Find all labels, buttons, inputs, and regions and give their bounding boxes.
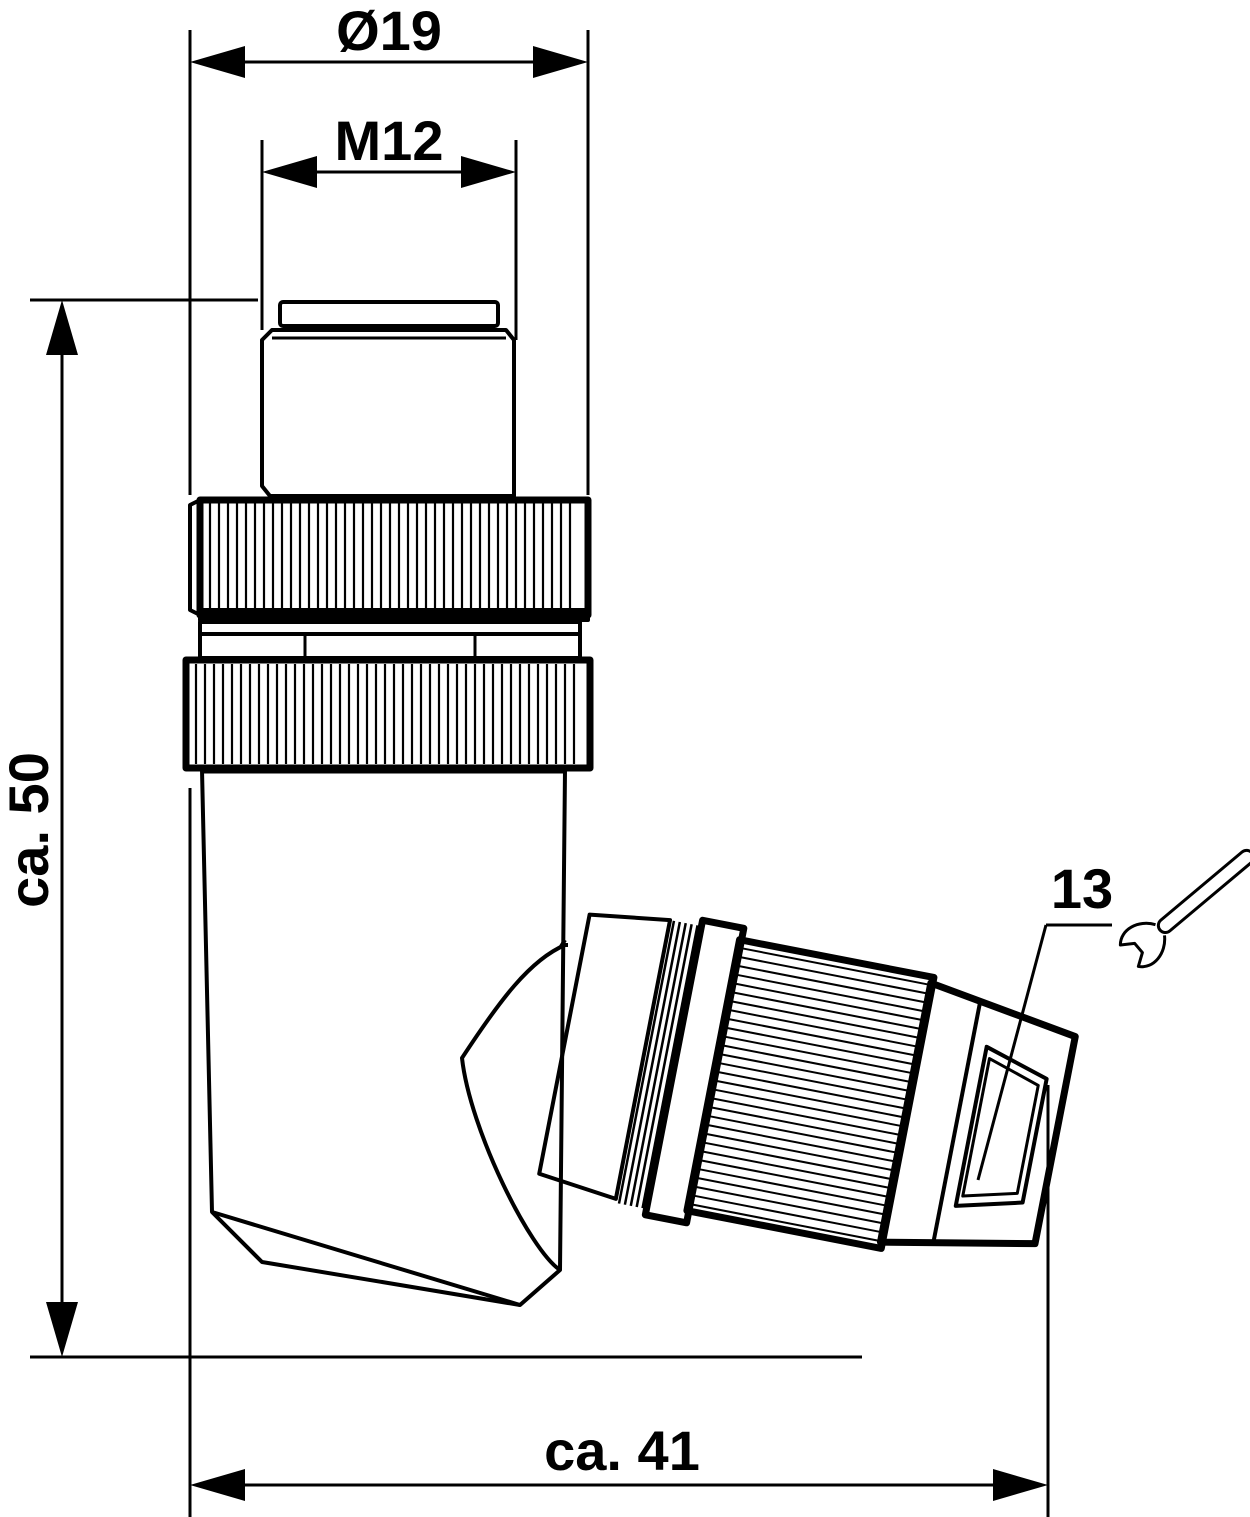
m12-threaded-pin [260,300,516,498]
knurl-line [695,1185,883,1225]
knurl-line [729,1009,917,1048]
upper-knurled-nut [188,496,592,622]
knurl-line [697,1177,885,1216]
angled-body [200,769,568,1307]
dimension-diameter: Ø19 [188,0,590,495]
knurl-line [721,1053,909,1092]
knurl-line [712,1097,900,1136]
diameter-label: Ø19 [336,0,442,62]
gland-knurling [691,947,929,1242]
cable-gland [537,912,1079,1252]
knurl-line [719,1062,907,1101]
knurl-line [724,1035,912,1074]
knurl-line [617,920,676,1204]
knurl-line [710,1106,898,1145]
dimension-height: ca. 50 [0,298,862,1359]
knurl-line [733,991,921,1030]
knurl-line [702,1150,890,1189]
knurl-line [698,1168,886,1207]
knurl-line [736,973,924,1013]
lower-knurled-nut [182,656,594,772]
wrench-annotation: 13 [976,857,1113,1181]
knurl-line [716,1079,903,1119]
knurl-line [731,1000,919,1039]
knurl-line [623,921,682,1205]
knurl-line [707,1124,895,1163]
knurl-line [693,1194,881,1233]
dimension-width: ca. 41 [188,788,1050,1517]
wrench-size-label: 13 [1051,857,1113,920]
knurl-line [635,924,693,1208]
knurl-line [726,1026,914,1066]
knurl-line [705,1132,893,1172]
knurl-line [700,1159,888,1198]
knurl-line [741,947,929,986]
knurl-line [629,922,687,1207]
dimension-thread: M12 [260,109,518,340]
knurl-line [709,1115,897,1154]
width-label: ca. 41 [544,1419,700,1482]
knurl-line [717,1071,905,1110]
thread-label: M12 [335,109,444,172]
knurl-line [738,965,926,1004]
height-label: ca. 50 [0,752,60,908]
gland-thread-rings [617,920,699,1209]
knurl-line [691,1203,879,1242]
knurl-line [703,1141,891,1180]
knurl-line [728,1018,915,1057]
collar-ring [198,620,582,660]
knurl-line [734,982,922,1021]
knurl-line [714,1088,902,1127]
knurl-line [740,956,927,995]
knurl-line [722,1044,910,1083]
wrench-icon [1118,848,1250,969]
knurl-line [641,925,699,1209]
